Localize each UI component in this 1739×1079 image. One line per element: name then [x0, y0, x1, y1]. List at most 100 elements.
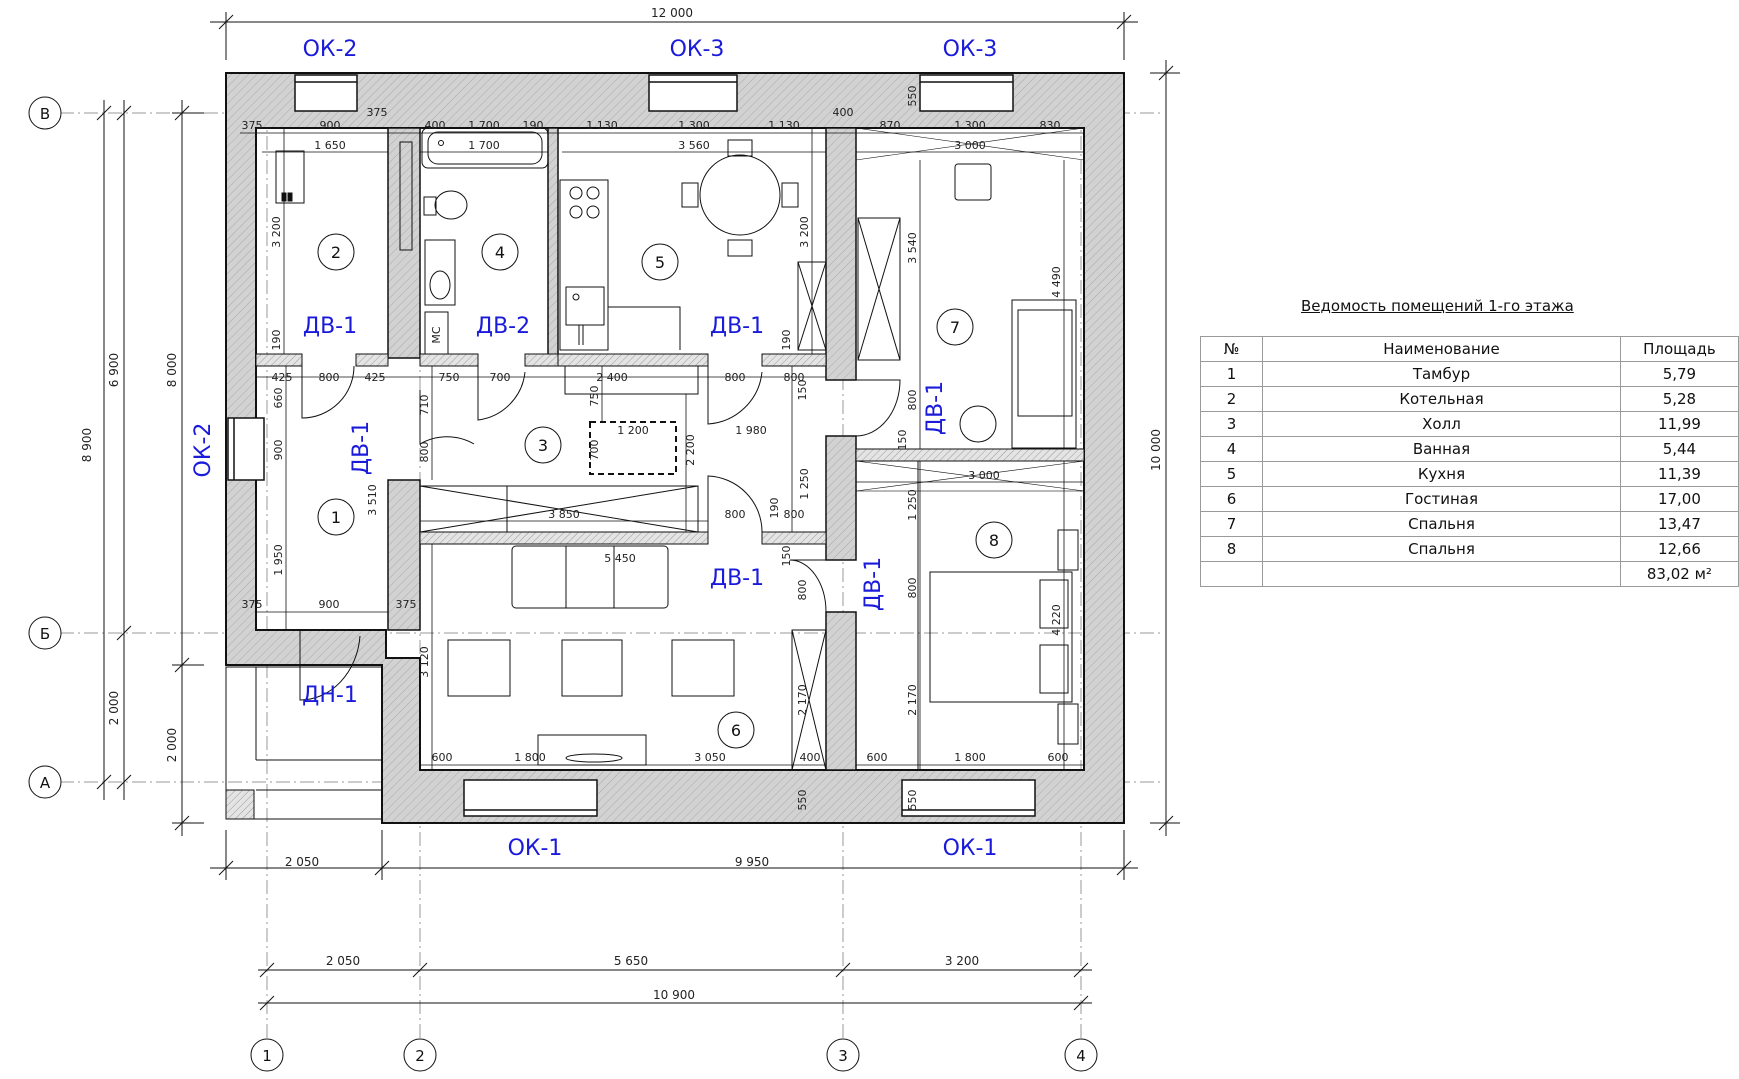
- room-number-3: 3: [538, 436, 548, 455]
- cell-name: Спальня: [1262, 511, 1621, 537]
- axis-bubbles: [28, 96, 1098, 1072]
- porch: [225, 666, 383, 820]
- dim-text: 600: [867, 751, 888, 764]
- dim-text: 900: [272, 440, 285, 461]
- dim-text: 750: [588, 386, 601, 407]
- dim-text: 190: [768, 498, 781, 519]
- inner-dimension-lines: [240, 128, 1084, 770]
- dim-text: 700: [490, 371, 511, 384]
- cell-area: 17,00: [1619, 486, 1739, 512]
- dim-text: 1 700: [468, 119, 500, 132]
- dim-text: 150: [896, 430, 909, 451]
- dim-text: 3 560: [678, 139, 710, 152]
- dim-text: 3 850: [548, 508, 580, 521]
- exterior-walls: [225, 72, 1125, 824]
- dim-text: 190: [523, 119, 544, 132]
- header-number: №: [1199, 336, 1264, 362]
- bottom-dim-2050-b: 2 050: [326, 954, 360, 968]
- room-number-5: 5: [655, 253, 665, 272]
- inner-dimension-texts: 375 900 375 1 650 3 200 190 400 1 700 19…: [242, 86, 1069, 811]
- left-dim-8900: 8 900: [80, 428, 94, 462]
- table-header-row: № Наименование Площадь: [1199, 336, 1739, 362]
- cell-name: Спальня: [1262, 536, 1621, 562]
- cell-area: 12,66: [1619, 536, 1739, 562]
- cell-number: 1: [1199, 361, 1264, 387]
- dim-text: 800: [725, 508, 746, 521]
- dim-text: 600: [432, 751, 453, 764]
- cell-area: 13,47: [1619, 511, 1739, 537]
- dim-text: 800: [796, 580, 809, 601]
- dim-text: 3 050: [694, 751, 726, 764]
- dim-text: 550: [906, 86, 919, 107]
- axis-label-4: 4: [1076, 1047, 1086, 1065]
- cell-area: 5,44: [1619, 436, 1739, 462]
- bottom-dim-total: 10 900: [653, 988, 695, 1002]
- dim-text: 1 300: [954, 119, 986, 132]
- window-label-ok3-b: ОК-3: [943, 37, 998, 62]
- partitions: [255, 353, 1085, 545]
- dim-text: 870: [880, 119, 901, 132]
- cell-total-area: 83,02 м²: [1619, 561, 1739, 587]
- cell-name: Ванная: [1262, 436, 1621, 462]
- dim-text: 900: [320, 119, 341, 132]
- door-label-dv1-room6: ДВ-1: [710, 566, 764, 591]
- cell-number: 5: [1199, 461, 1264, 487]
- dim-text: 4 220: [1050, 604, 1063, 636]
- dim-text: 2 170: [906, 684, 919, 716]
- axis-label-1: 1: [262, 1047, 272, 1065]
- dim-text: 800: [418, 442, 431, 463]
- dim-text: 400: [800, 751, 821, 764]
- dim-text: 1 130: [768, 119, 800, 132]
- dim-text: 425: [272, 371, 293, 384]
- door-label-dv1-room5: ДВ-1: [710, 314, 764, 339]
- dim-text: 1 980: [735, 424, 767, 437]
- dim-text: 600: [1048, 751, 1069, 764]
- dim-text: 4 490: [1050, 266, 1063, 298]
- cell-area: 11,39: [1619, 461, 1739, 487]
- dim-text: 400: [833, 106, 854, 119]
- bottom-dim-9950: 9 950: [735, 855, 769, 869]
- window-label-ok1-a: ОК-1: [508, 836, 563, 861]
- window-label-ok2-top: ОК-2: [303, 37, 358, 62]
- cell-area: 5,28: [1619, 386, 1739, 412]
- dim-text: 1 650: [314, 139, 346, 152]
- dim-text: 375: [367, 106, 388, 119]
- room-number-1: 1: [331, 508, 341, 527]
- left-dim-6900: 6 900: [107, 353, 121, 387]
- cell-number: 8: [1199, 536, 1264, 562]
- axis-label-a: А: [40, 774, 51, 792]
- bottom-dim-2050: 2 050: [285, 855, 319, 869]
- dim-text: 710: [418, 395, 431, 416]
- interior-walls: [387, 127, 857, 771]
- room-number-4: 4: [495, 243, 505, 262]
- dimension-lines: [96, 12, 1180, 1011]
- dim-text: 800: [319, 371, 340, 384]
- dim-text: 3 510: [366, 484, 379, 516]
- cell-number: 2: [1199, 386, 1264, 412]
- windows: [227, 74, 1036, 817]
- left-dim-2000-b: 2 000: [165, 728, 179, 762]
- door-label-dv1-room1: ДВ-1: [349, 421, 374, 475]
- dim-text: 190: [780, 330, 793, 351]
- cell-number: 3: [1199, 411, 1264, 437]
- dim-text: 3 000: [954, 139, 986, 152]
- dim-text: 800: [906, 390, 919, 411]
- window-label-ok1-b: ОК-1: [943, 836, 998, 861]
- room-number-6: 6: [731, 721, 741, 740]
- dim-text: 800: [725, 371, 746, 384]
- cell-name: Котельная: [1262, 386, 1621, 412]
- header-area: Площадь: [1619, 336, 1739, 362]
- room-number-7: 7: [950, 318, 960, 337]
- axis-label-3: 3: [838, 1047, 848, 1065]
- room-number-2: 2: [331, 243, 341, 262]
- table-total-row: 83,02 м²: [1199, 561, 1739, 587]
- dim-text: 700: [588, 440, 601, 461]
- dim-text: 375: [242, 598, 263, 611]
- dim-text: 800: [784, 371, 805, 384]
- window-label-ok2-left: ОК-2: [191, 423, 216, 478]
